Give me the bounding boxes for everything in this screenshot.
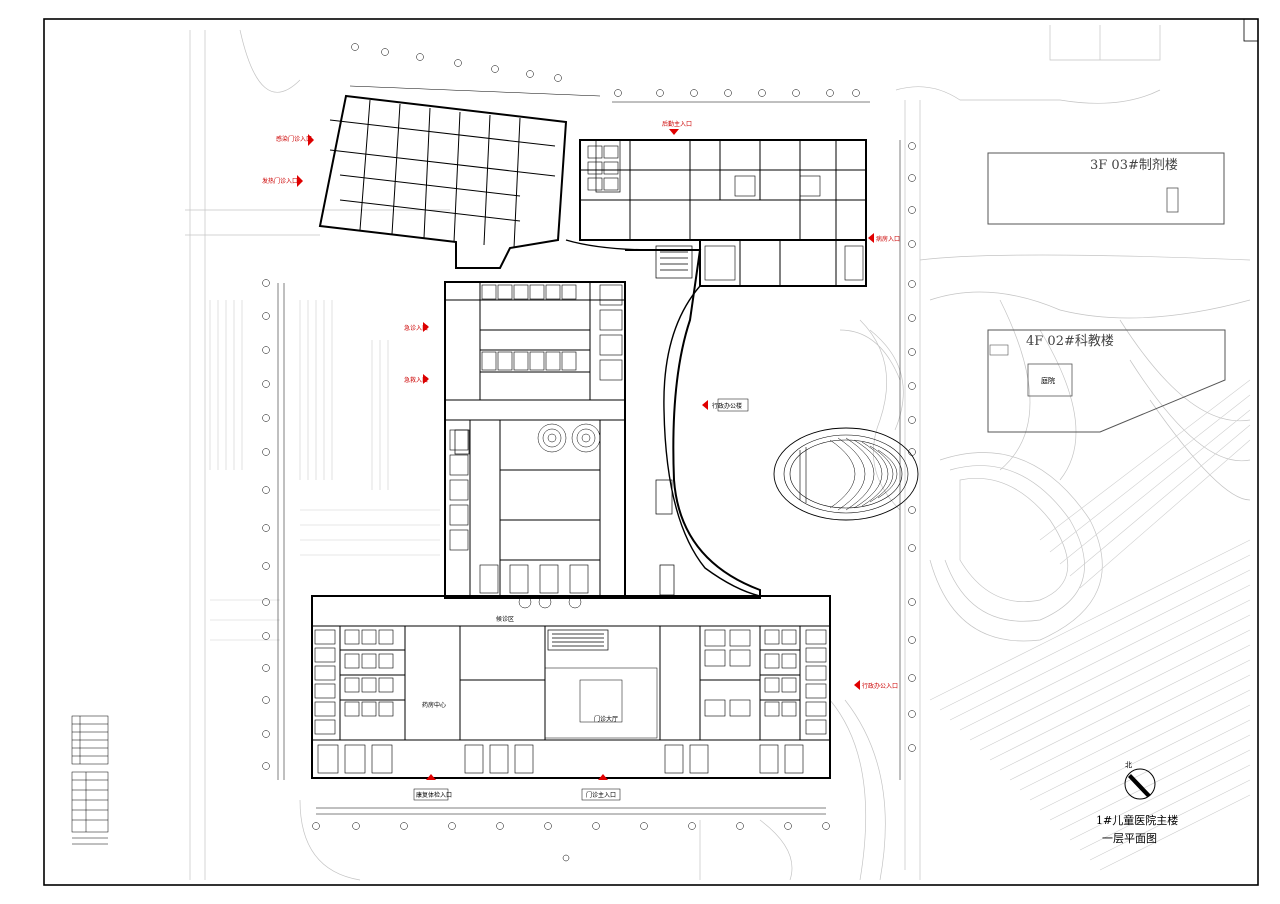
arrow-infection-entrance xyxy=(308,134,314,146)
entrance-label-boxes xyxy=(413,398,749,801)
building-inner-walls xyxy=(312,99,866,741)
logistics-entrance-label: 后勤主入口 xyxy=(662,121,693,128)
drawing-subtitle: 一层平面图 xyxy=(1102,832,1157,845)
arrow-logistics-entrance xyxy=(669,129,679,135)
court-features xyxy=(518,423,658,739)
grid-axis-bottom xyxy=(312,807,830,862)
hatch-field-left xyxy=(209,300,440,641)
sheet-border xyxy=(43,18,1259,886)
stair-cores xyxy=(454,139,693,651)
teaching-building-label: 4F 02#科教楼 xyxy=(1026,334,1114,349)
infection-entrance-label: 感染门诊入口 xyxy=(276,136,313,143)
building-walls xyxy=(311,94,867,779)
arrow-rescue-entrance xyxy=(423,374,429,384)
drawing-title: 1#儿童医院主楼 xyxy=(1096,814,1179,827)
arrow-fever-entrance xyxy=(297,175,303,187)
arrow-admin-building-entrance xyxy=(702,400,708,410)
site-linework xyxy=(185,25,1251,881)
emergency-entrance-label: 急诊入口 xyxy=(404,325,429,332)
grid-axis-right xyxy=(899,140,916,780)
arrow-outpatient-entrance xyxy=(598,774,608,780)
pharmacy-hall-label: 药房中心 xyxy=(422,702,447,709)
pharmacy-building-outline xyxy=(987,152,1225,225)
curved-facade xyxy=(663,285,761,597)
arrow-emergency-entrance xyxy=(423,322,429,332)
rescue-entrance-label: 急救入口 xyxy=(404,377,429,384)
teaching-building-outline xyxy=(987,329,1226,433)
rehab-entrance-label: 康复体检入口 xyxy=(416,792,453,799)
admin-office-entrance-label: 行政办公入口 xyxy=(862,683,899,690)
ward-entrance-label: 病房入口 xyxy=(876,236,901,243)
arrow-admin-office-entrance xyxy=(854,680,860,690)
legend-table xyxy=(71,715,109,845)
grid-axis-top xyxy=(349,43,870,103)
admin-building-entrance-label: 行政办公楼 xyxy=(712,403,743,410)
arrow-ward-entrance xyxy=(868,233,874,243)
north-label: 北 xyxy=(1125,761,1132,769)
teaching-building-notch xyxy=(989,344,1009,356)
corner-mark xyxy=(1243,18,1259,42)
pharmacy-building-mark xyxy=(1166,187,1179,213)
auditorium xyxy=(773,427,919,521)
courtyard-label: 庭院 xyxy=(1041,377,1055,385)
waiting-label: 候诊区 xyxy=(496,616,515,623)
grid-axis-left xyxy=(262,279,285,780)
pharmacy-building-label: 3F 03#制剂楼 xyxy=(1090,158,1178,173)
outpatient-entrance-label: 门诊主入口 xyxy=(586,792,617,799)
curved-canopy xyxy=(565,239,657,251)
north-arrow-icon xyxy=(1124,768,1156,800)
hall-label: 门诊大厅 xyxy=(594,716,619,723)
arrow-rehab-entrance xyxy=(426,774,436,780)
fever-entrance-label: 发热门诊入口 xyxy=(262,178,299,185)
hatch-field-right xyxy=(929,379,1251,871)
entrance-arrows xyxy=(297,129,874,780)
courtyard-outline xyxy=(1027,363,1073,397)
room-cells xyxy=(314,145,864,774)
